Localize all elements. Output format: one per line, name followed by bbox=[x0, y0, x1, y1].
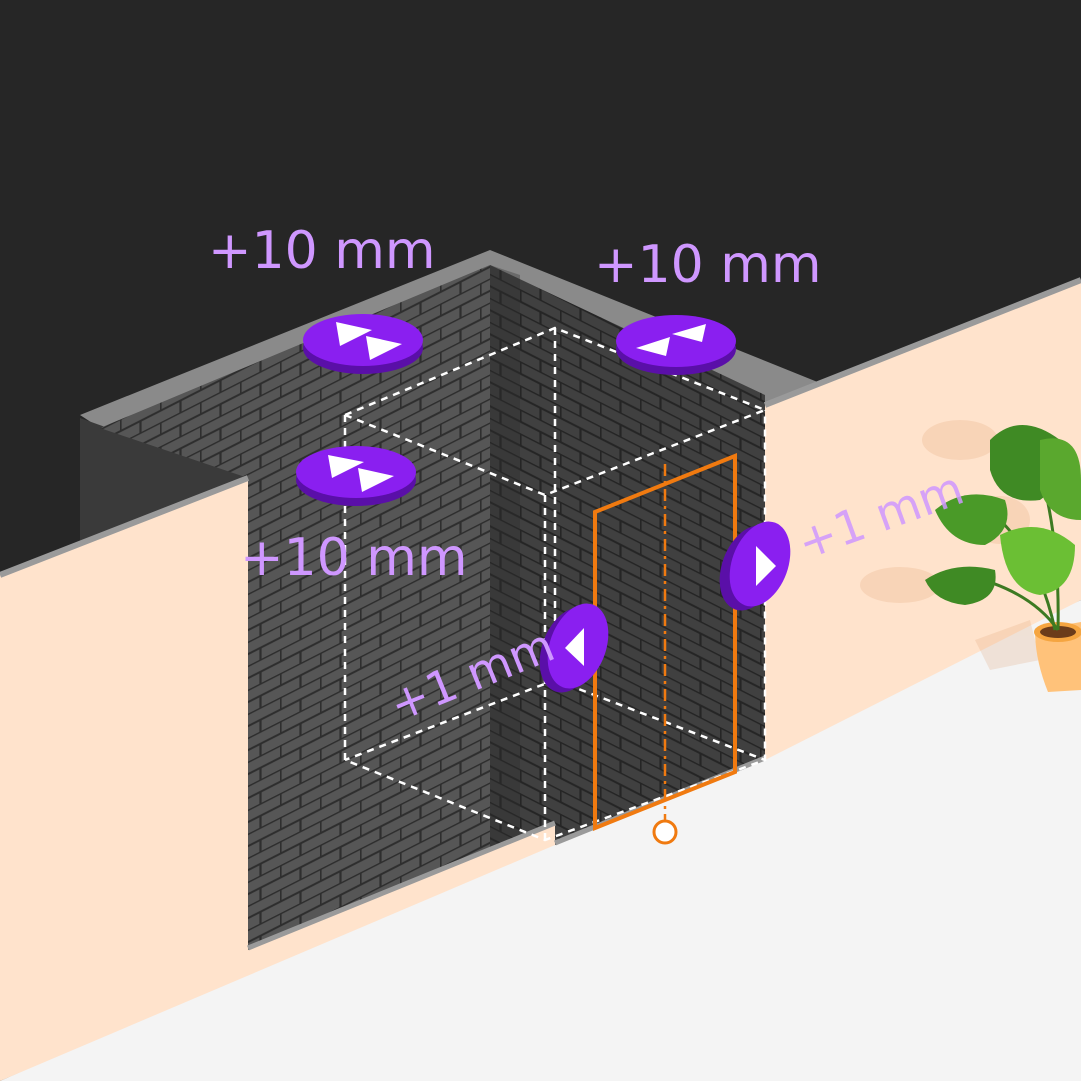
nudge-left-button[interactable] bbox=[529, 595, 620, 701]
front-wall-left bbox=[0, 478, 555, 1081]
arrow-right-icon bbox=[756, 546, 776, 586]
expand-depth-button[interactable] bbox=[616, 315, 736, 375]
brick-wall-back-right bbox=[490, 265, 765, 850]
label-top-right: +10 mm bbox=[594, 235, 822, 295]
double-arrow-right-icon bbox=[328, 455, 394, 492]
corner-shadow bbox=[490, 265, 520, 850]
front-wall-right bbox=[765, 280, 1081, 760]
arrow-left-icon bbox=[565, 628, 584, 666]
nudge-right-button[interactable] bbox=[709, 513, 802, 619]
expand-height-button[interactable] bbox=[296, 446, 416, 506]
label-top-left: +10 mm bbox=[208, 221, 436, 281]
potted-plant bbox=[925, 425, 1081, 692]
door-anchor-handle[interactable] bbox=[652, 819, 678, 845]
label-middle-left: +10 mm bbox=[240, 528, 468, 588]
double-arrow-left-icon bbox=[636, 324, 706, 356]
expand-width-button[interactable] bbox=[303, 314, 423, 374]
front-wall-left-cap bbox=[0, 475, 250, 578]
front-wall-left-base bbox=[247, 820, 556, 951]
front-wall-right-cap bbox=[763, 277, 1081, 408]
double-arrow-right-icon bbox=[336, 322, 402, 360]
door-frame bbox=[593, 453, 737, 831]
